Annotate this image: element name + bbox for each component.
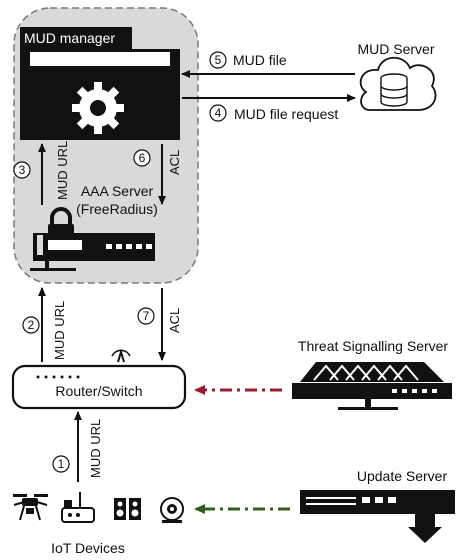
webcam-icon — [160, 497, 184, 523]
step2-label: MUD URL — [52, 301, 67, 360]
speakers-icon — [114, 498, 141, 520]
step4-label: MUD file request — [234, 106, 338, 122]
mud-manager-server-icon — [20, 27, 180, 140]
step3-number: 3 — [19, 163, 26, 177]
update-server-icon — [300, 490, 455, 543]
step4-number: 4 — [215, 106, 222, 120]
step7-number: 7 — [143, 309, 150, 323]
threat-server-label: Threat Signalling Server — [298, 338, 449, 354]
drone-icon — [13, 494, 48, 521]
mud-server-label: MUD Server — [357, 41, 434, 57]
aaa-server-sublabel: (FreeRadius) — [76, 201, 158, 217]
step1-badge — [52, 455, 70, 473]
step5-label: MUD file — [233, 52, 287, 68]
step2-badge — [22, 316, 40, 334]
step5-number: 5 — [215, 53, 222, 67]
step3-badge — [13, 161, 31, 179]
mud-manager-title: MUD manager — [24, 30, 115, 46]
mud-server-cloud-icon — [359, 56, 437, 111]
step5-badge — [209, 51, 227, 69]
aaa-server-icon — [30, 207, 155, 271]
step7-label: ACL — [167, 308, 182, 333]
router-switch-icon — [11, 348, 187, 410]
iot-devices-label: IoT Devices — [51, 540, 125, 556]
step6-number: 6 — [139, 151, 146, 165]
step1-number: 1 — [58, 457, 65, 471]
step2-number: 2 — [28, 318, 35, 332]
aaa-server-label: AAA Server — [81, 183, 154, 199]
step6-label: ACL — [167, 150, 182, 175]
router-switch-label: Router/Switch — [55, 383, 142, 399]
step7-badge — [137, 307, 155, 325]
step4-badge — [209, 104, 227, 122]
sensor-device-icon — [61, 492, 95, 523]
step1-label: MUD URL — [88, 419, 103, 478]
iot-devices-group — [13, 492, 184, 523]
step6-badge — [133, 149, 151, 167]
update-server-label: Update Server — [357, 468, 448, 484]
threat-server-icon — [292, 362, 452, 410]
step3-label: MUD URL — [55, 141, 70, 200]
